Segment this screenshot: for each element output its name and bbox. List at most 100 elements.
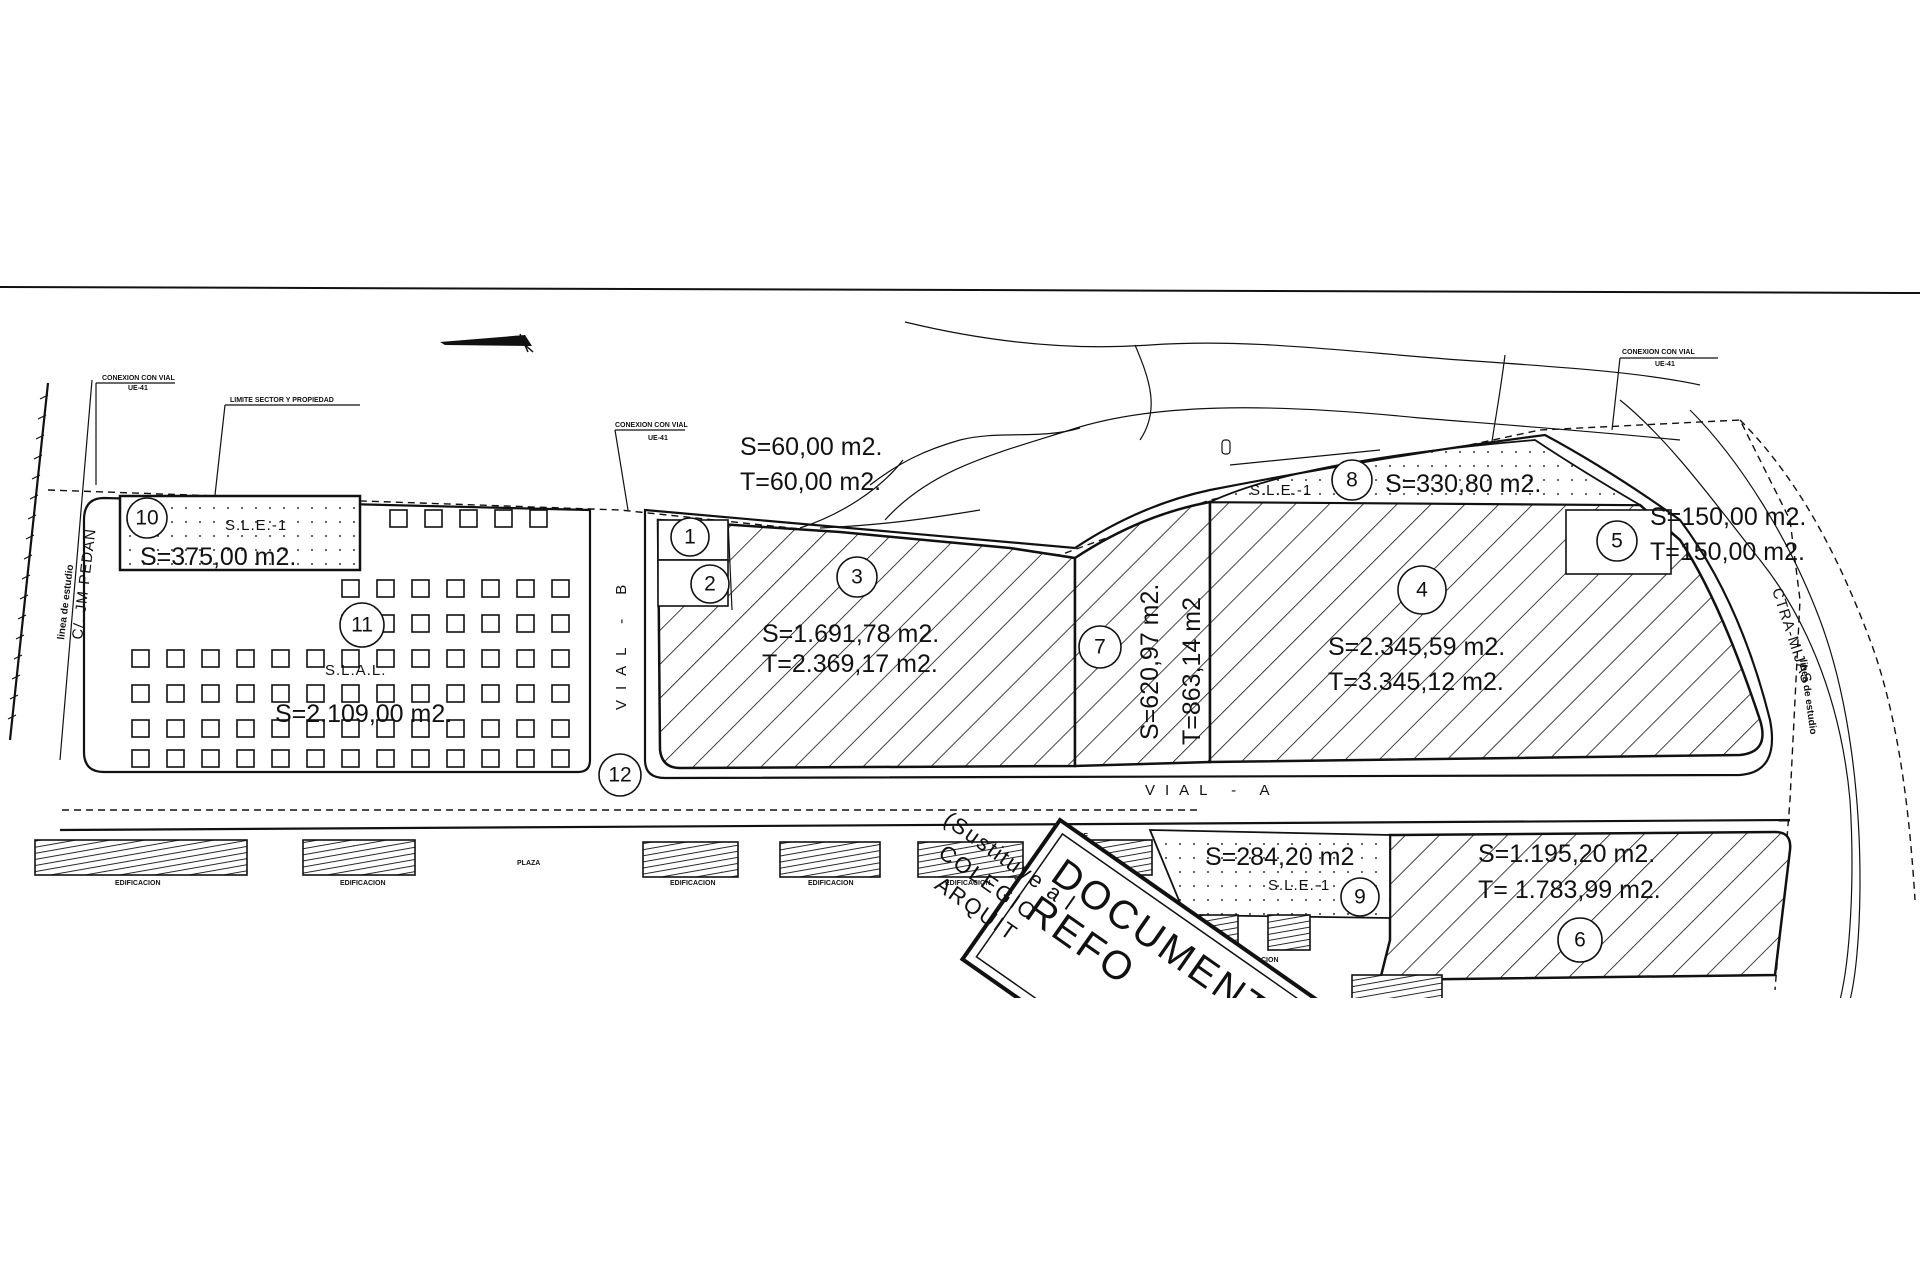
svg-text:CONEXION CON VIAL: CONEXION CON VIAL: [615, 422, 688, 429]
slal-grid-cell: [551, 719, 570, 738]
parcel-number-11: 11: [339, 602, 385, 648]
slal-grid-cell: [376, 719, 395, 738]
slal-grid-cell: [201, 749, 220, 768]
svg-text:EDIFICACION: EDIFICACION: [670, 880, 716, 887]
svg-text:6: 6: [1574, 929, 1586, 952]
parcel-4-surface: S=2.345,59 m2.: [1328, 633, 1505, 661]
slal-grid-cell: [376, 684, 395, 703]
slal-grid-cell: [411, 649, 430, 668]
buildings-row: [34, 839, 1443, 1004]
slal-grid-cell: [446, 719, 465, 738]
limit-label: LIMITE SECTOR Y PROPIEDAD: [214, 397, 360, 496]
slal-grid-cell: [236, 749, 255, 768]
parcel-number-12: 12: [598, 753, 642, 797]
slal-grid-cell: [341, 684, 360, 703]
svg-text:UE-41: UE-41: [1655, 361, 1675, 368]
svg-text:5: 5: [1611, 530, 1623, 553]
slal-grid-cell: [341, 719, 360, 738]
slal-grid-cell: [481, 649, 500, 668]
slal-grid-cell: [236, 719, 255, 738]
svg-text:4: 4: [1416, 579, 1428, 602]
slal-grid-cell: [271, 749, 290, 768]
sheet-bottom-mask: [0, 998, 1920, 1280]
slal-grid-cell: [446, 579, 465, 598]
parcel-9-area: [1148, 829, 1391, 919]
slal-grid-cell: [131, 649, 150, 668]
slal-grid-cell: [306, 719, 325, 738]
terrain-lines: [799, 321, 1916, 1001]
sheet-top-border: [0, 286, 1920, 294]
slal-grid-cell: [446, 684, 465, 703]
slal-grid-cell: [271, 684, 290, 703]
parcel-number-10: 10: [126, 497, 168, 539]
slal-grid-cell: [459, 509, 478, 528]
svg-text:UE-41: UE-41: [648, 435, 668, 442]
slal-grid-cell: [516, 719, 535, 738]
slal-label: S.L.A.L.: [325, 662, 386, 679]
sle1-bottom-label: S.L.E.-1: [1268, 877, 1330, 894]
sle1-top-right-label: S.L.E.-1: [1250, 482, 1312, 499]
svg-text:LIMITE SECTOR Y PROPIEDAD: LIMITE SECTOR Y PROPIEDAD: [230, 397, 334, 404]
slal-grid-cell: [481, 684, 500, 703]
slal-grid-cell: [481, 614, 500, 633]
parcel-number-9: 9: [1340, 877, 1380, 917]
slal-grid-cell: [306, 684, 325, 703]
north-arrow-icon: [440, 333, 534, 353]
slal-grid-cell: [411, 719, 430, 738]
svg-text:1: 1: [684, 526, 696, 549]
svg-text:7: 7: [1094, 636, 1106, 659]
slal-grid-cell: [516, 749, 535, 768]
svg-text:12: 12: [608, 764, 631, 787]
svg-text:EDIFICACION: EDIFICACION: [340, 880, 386, 887]
sector-boundary: [47, 419, 1801, 991]
vial-a-label: VIAL - A: [1145, 782, 1279, 799]
svg-text:EDIFICACION: EDIFICACION: [115, 880, 161, 887]
parcel-5-surface: S=150,00 m2.: [1650, 503, 1806, 531]
parcel-6-area: [1378, 830, 1792, 982]
connection-label-right: CONEXION CON VIAL UE-41: [1611, 349, 1718, 431]
parcel-number-4: 4: [1397, 565, 1447, 615]
svg-text:CONEXION CON VIAL: CONEXION CON VIAL: [102, 375, 175, 382]
slal-grid-cell: [446, 749, 465, 768]
connection-label-mid: CONEXION CON VIAL UE-41: [614, 422, 688, 511]
slal-grid-cell: [306, 749, 325, 768]
slal-grid-cell: [166, 684, 185, 703]
svg-text:CONEXION CON VIAL: CONEXION CON VIAL: [1622, 349, 1695, 356]
svg-text:PLAZA: PLAZA: [517, 860, 540, 867]
slal-grid-cell: [516, 579, 535, 598]
slal-grid-cell: [376, 579, 395, 598]
parcel-10-surface: S=375,00 m2.: [140, 543, 296, 571]
svg-text:8: 8: [1346, 469, 1358, 492]
slal-grid-cell: [481, 579, 500, 598]
parcel-number-2: 2: [690, 564, 730, 604]
parcel-1-leader: [727, 519, 733, 611]
slal-grid-cell: [411, 684, 430, 703]
slal-grid-cell: [411, 749, 430, 768]
slal-grid-cell: [271, 649, 290, 668]
parcel-5-buildable: T=150,00 m2.: [1650, 538, 1805, 566]
connection-label-left: CONEXION CON VIAL UE-41: [95, 375, 175, 485]
left-boundary-hatch: [7, 382, 50, 741]
slal-grid-cell: [166, 749, 185, 768]
parcel-number-6: 6: [1557, 917, 1603, 963]
slal-grid-cell: [446, 649, 465, 668]
slal-grid-cell: [376, 749, 395, 768]
street-left-line: [59, 379, 93, 761]
parcel-7-buildable: T=863,14 m2: [1178, 597, 1206, 745]
parcel-9-surface: S=284,20 m2: [1205, 843, 1354, 871]
slal-grid-cell: [529, 509, 548, 528]
slal-grid-cell: [516, 684, 535, 703]
parcel-7-surface: S=620,97 m2.: [1136, 584, 1164, 740]
parcel-number-8: 8: [1331, 459, 1373, 501]
parcel-3-area: [656, 518, 1077, 770]
slal-grid-cell: [424, 509, 443, 528]
slal-grid-cell: [411, 579, 430, 598]
parcel-3-buildable: T=2.369,17 m2.: [762, 650, 938, 678]
slal-grid-cell: [494, 509, 513, 528]
parcel-11-surface: S=2.109,00 m2.: [275, 700, 452, 728]
parcel-number-1: 1: [670, 517, 710, 557]
slal-grid-cell: [341, 649, 360, 668]
slal-grid-cell: [551, 649, 570, 668]
slal-grid-cell: [271, 719, 290, 738]
slal-grid-cell: [201, 719, 220, 738]
